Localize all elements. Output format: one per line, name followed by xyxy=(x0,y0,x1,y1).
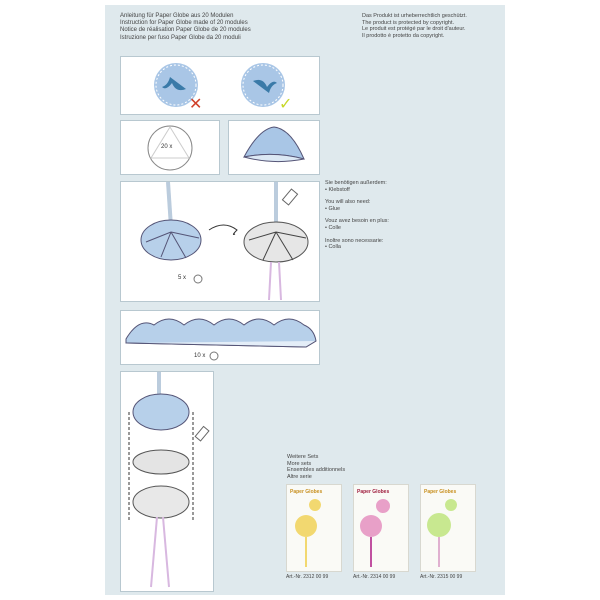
step-1-motif-orientation: ✕ ✓ xyxy=(120,56,320,115)
header-line: Instruction for Paper Globe made of 20 m… xyxy=(120,20,248,27)
header-line: Anleitung für Paper Globe aus 20 Modulen xyxy=(120,13,234,19)
article-number: Art.-Nr. 2312 00 99 xyxy=(286,574,329,580)
materials-item: • Glue xyxy=(325,205,341,212)
product-title: Paper Globes xyxy=(424,489,457,495)
header-text: Anleitung für Paper Globe aus 20 Modulen… xyxy=(120,13,251,42)
article-number: Art.-Nr. 2315 00 99 xyxy=(420,574,463,580)
step-4-assemble-half: 5 x xyxy=(120,181,320,302)
more-sets-line: Weitere Sets xyxy=(287,454,319,460)
copyright-line: Il prodotto è protetto da copyright. xyxy=(362,32,445,39)
copyright-line: Le produit est protégé par le droit d'au… xyxy=(362,26,466,33)
more-sets-line: More sets xyxy=(287,460,312,467)
count-label: 20 x xyxy=(161,144,173,150)
header-line: Istruzione per fuso Paper Globe da 20 mo… xyxy=(120,34,241,41)
product-title: Paper Globes xyxy=(357,489,390,495)
materials-item: • Colle xyxy=(325,224,341,231)
more-sets-line: Ensembles additionnels xyxy=(287,467,346,474)
materials-list: Sie benötigen außerdem: • Klebstoff You … xyxy=(325,180,389,251)
copyright-text: Das Produkt ist urheberrechtlich geschüt… xyxy=(362,13,467,39)
step-5-belt-strip: 10 x xyxy=(120,310,320,365)
product-card: Paper Globes xyxy=(420,484,476,572)
materials-heading: Sie benötigen außerdem: xyxy=(325,180,387,186)
header-line: Notice de réalisation Paper Globe de 20 … xyxy=(120,27,251,34)
product-card: Paper Globes xyxy=(286,484,342,572)
right-check-icon: ✓ xyxy=(279,96,292,113)
product-card: Paper Globes xyxy=(353,484,409,572)
materials-heading: Vouz avez besoin en plus: xyxy=(325,218,389,225)
count-label: 5 x xyxy=(178,275,187,281)
product-title: Paper Globes xyxy=(290,489,323,495)
step-2-circle-module: 20 x xyxy=(120,120,220,175)
more-sets-line: Altre serie xyxy=(287,473,312,480)
step-3-folded-module xyxy=(228,120,320,175)
copyright-line: The product is protected by copyright. xyxy=(362,19,455,26)
article-number: Art.-Nr. 2314 00 99 xyxy=(353,574,396,580)
materials-item: • Klebstoff xyxy=(325,186,350,193)
materials-item: • Colla xyxy=(325,244,341,251)
materials-heading: You will also need: xyxy=(325,199,371,206)
materials-heading: Inoltre sono necessarie: xyxy=(325,237,384,244)
count-label: 10 x xyxy=(194,353,206,359)
step-6-final-assembly xyxy=(120,371,214,592)
wrong-cross-icon: ✕ xyxy=(189,96,202,113)
copyright-line: Das Produkt ist urheberrechtlich geschüt… xyxy=(362,13,467,19)
more-sets-heading: Weitere Sets More sets Ensembles additio… xyxy=(287,454,345,480)
